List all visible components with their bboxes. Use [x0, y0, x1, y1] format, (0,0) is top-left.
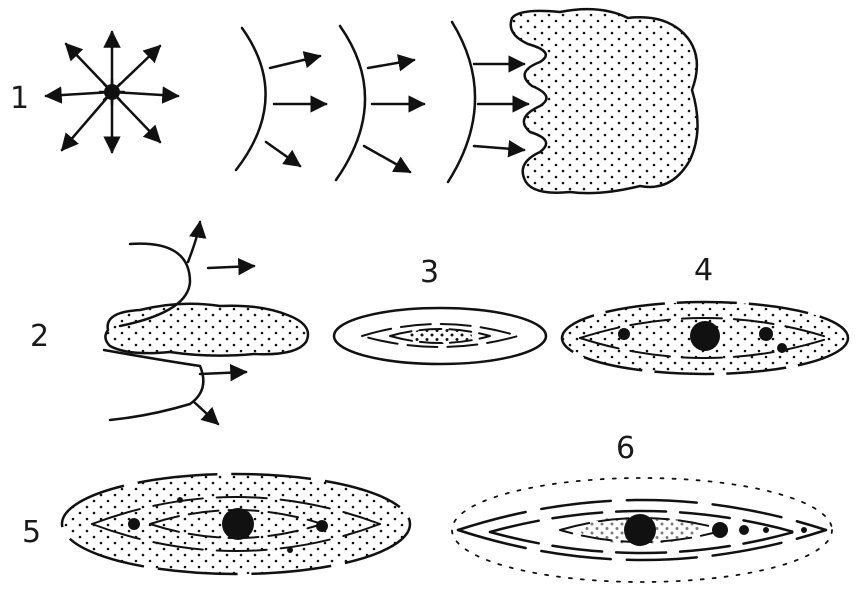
stage-2-label: 2: [30, 319, 49, 354]
stage-6-label: 6: [616, 431, 635, 466]
supernova-burst: [46, 32, 178, 152]
protoplanetary-disk: [334, 308, 546, 364]
stage-1-label: 1: [10, 81, 29, 116]
stage-3-label: 3: [420, 255, 439, 290]
rotating-disk-forming-planets: [62, 474, 410, 574]
disk-with-protoplanets: [562, 302, 848, 374]
shock-wave-2: [336, 26, 424, 180]
stage-4-label: 4: [694, 253, 713, 288]
collapsing-cloud: [104, 222, 308, 424]
formed-solar-system: [452, 478, 832, 582]
shock-wave-3: [448, 22, 528, 182]
interstellar-gas-cloud: [511, 9, 698, 193]
shock-wave-1: [236, 28, 326, 170]
stage-5-label: 5: [22, 515, 41, 550]
